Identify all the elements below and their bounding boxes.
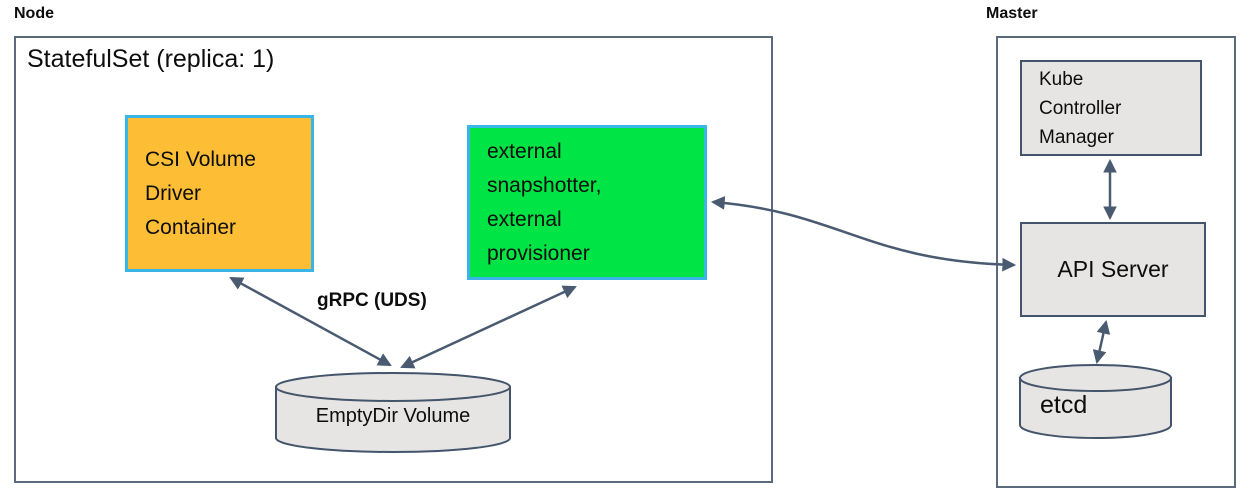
external-snapshotter-provisioner-box: external snapshotter, external provision… bbox=[467, 125, 707, 280]
api-server-box: API Server bbox=[1020, 222, 1206, 317]
emptydir-volume-label: EmptyDir Volume bbox=[315, 405, 471, 427]
node-section-label: Node bbox=[14, 5, 54, 22]
csi-volume-driver-container-box: CSI Volume Driver Container bbox=[125, 115, 314, 272]
grpc-uds-label: gRPC (UDS) bbox=[317, 290, 427, 311]
statefulset-title: StatefulSet (replica: 1) bbox=[27, 45, 275, 73]
kube-controller-manager-box: Kube Controller Manager bbox=[1020, 60, 1202, 156]
master-section-label: Master bbox=[986, 5, 1038, 22]
etcd-label: etcd bbox=[1040, 391, 1088, 419]
